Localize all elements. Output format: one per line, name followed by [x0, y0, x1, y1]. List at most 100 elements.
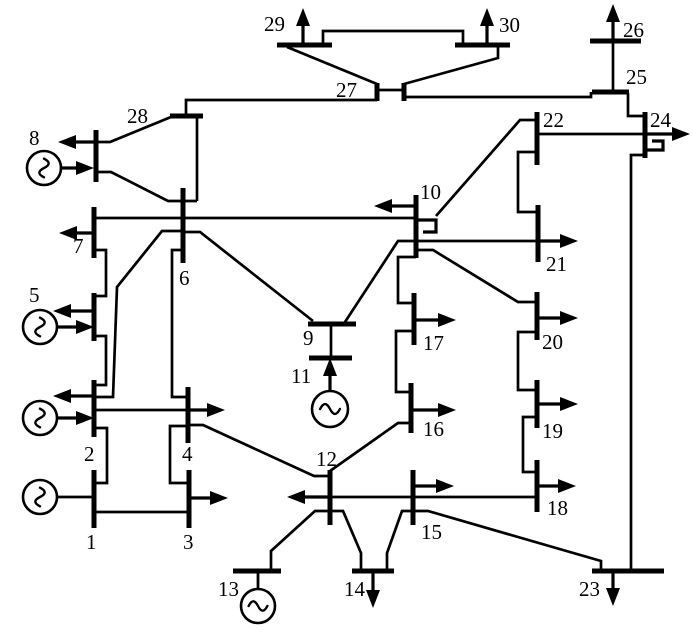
load-arrow-bus-21	[540, 234, 578, 248]
branch-line-4-12	[188, 423, 330, 478]
arrow-head-icon	[560, 311, 578, 325]
load-arrow-bus-24	[647, 127, 690, 141]
arrow-head-icon	[53, 304, 71, 318]
branch-line-24-25	[626, 93, 645, 118]
branch-line-10-22	[434, 118, 537, 217]
bus-1-label: 1	[86, 530, 97, 554]
branch-line-29-30	[321, 29, 465, 44]
bus-11-label: 11	[291, 364, 311, 388]
branch-line-21-22	[516, 150, 538, 214]
load-arrow-bus-10	[374, 199, 416, 213]
generator-circle-icon	[310, 389, 350, 429]
arrow-head-icon	[76, 411, 94, 425]
bus-14-label: 14	[344, 577, 366, 601]
bus-4-label: 4	[182, 442, 193, 466]
arrow-head-icon	[438, 403, 456, 417]
sine-wave-icon	[34, 407, 46, 429]
bus-16-label: 16	[423, 417, 444, 441]
arrow-head-icon	[323, 358, 337, 376]
bus-15-label: 15	[421, 520, 442, 544]
load-arrow-bus-5	[53, 304, 94, 318]
load-arrow-bus-15	[415, 479, 454, 493]
load-arrow-bus-12	[287, 490, 330, 504]
branch-line-9-10	[343, 239, 416, 323]
bus-7-label: 7	[73, 234, 84, 258]
generator-circle-icon	[21, 399, 59, 437]
sine-wave-icon	[318, 402, 342, 416]
bus-18-label: 18	[547, 496, 568, 520]
branch-line-12-16	[329, 421, 411, 473]
arrow-head-icon	[560, 397, 578, 411]
arrow-head-icon	[53, 389, 71, 403]
bus-23-label: 23	[579, 577, 600, 601]
sine-wave-icon	[34, 486, 46, 508]
arrow-head-icon	[438, 313, 456, 327]
branch-line-16-17	[394, 329, 414, 394]
generator-bus-13	[239, 572, 277, 625]
sine-wave-icon	[247, 600, 269, 612]
branch-line-3-4	[168, 424, 189, 485]
load-arrow-bus-7	[59, 226, 94, 240]
bus-5-label: 5	[29, 283, 40, 307]
branch-line-25-27	[404, 92, 593, 99]
bus-10-label: 10	[420, 180, 441, 204]
branch-line-6-9	[183, 230, 314, 323]
arrow-head-icon	[374, 199, 392, 213]
bus-17-label: 17	[423, 331, 444, 355]
arrow-head-icon	[76, 161, 94, 175]
capacitor-icon-bus-24	[647, 139, 665, 152]
load-arrow-bus-17	[416, 313, 456, 327]
branch-line-2-6	[94, 229, 183, 399]
load-arrow-bus-14	[366, 572, 380, 608]
arrow-head-icon	[287, 490, 305, 504]
bus-3-label: 3	[183, 530, 194, 554]
branch-line-18-19	[521, 415, 537, 474]
capacitor-icon-bus-10	[417, 218, 438, 234]
load-arrow-bus-19	[539, 397, 578, 411]
bus-20-label: 20	[542, 330, 563, 354]
load-arrow-bus-29	[296, 8, 310, 44]
arrow-head-icon	[210, 491, 228, 505]
arrow-head-icon	[436, 479, 454, 493]
load-arrow-bus-30	[480, 8, 494, 44]
generator-bus-8	[25, 149, 94, 187]
arrow-head-icon	[58, 135, 76, 149]
branch-line-23-24	[629, 153, 645, 571]
branch-line-12-14	[330, 509, 363, 571]
generator-circle-icon	[21, 308, 59, 346]
branch-line-27-28	[184, 98, 377, 114]
load-arrow-bus-18	[539, 479, 576, 493]
bus-19-label: 19	[542, 419, 563, 443]
sine-wave-icon	[38, 157, 50, 179]
generator-circle-icon	[239, 587, 277, 625]
bus-2-label: 2	[84, 442, 95, 466]
load-arrow-bus-23	[606, 572, 620, 606]
branch-line-14-15	[385, 509, 413, 571]
load-arrow-bus-26	[606, 4, 620, 40]
branch-line-2-5	[94, 334, 108, 387]
arrow-head-icon	[207, 403, 225, 417]
bus-24-label: 24	[650, 108, 672, 132]
arrow-head-icon	[480, 8, 494, 26]
bus-21-label: 21	[546, 252, 567, 276]
sine-wave-icon	[34, 316, 46, 338]
arrow-head-icon	[560, 234, 578, 248]
generator-bus-1	[21, 478, 92, 516]
generator-bus-5	[21, 308, 94, 346]
branch-line-5-7	[94, 248, 108, 298]
arrow-head-icon	[558, 479, 576, 493]
load-arrow-bus-2	[53, 389, 94, 403]
bus-26-label: 26	[623, 18, 644, 42]
load-arrow-bus-16	[413, 403, 456, 417]
arrow-head-icon	[366, 590, 380, 608]
branch-line-12-13	[269, 509, 330, 571]
bus-12-label: 12	[316, 447, 337, 471]
bus-8-label: 8	[29, 126, 40, 150]
arrow-head-icon	[606, 4, 620, 22]
bus-27L-label: 27	[336, 78, 357, 102]
branch-line-1-2	[94, 426, 109, 485]
generator-bus-11	[310, 358, 350, 429]
arrow-head-icon	[296, 8, 310, 26]
bus-28-label: 28	[127, 104, 148, 128]
